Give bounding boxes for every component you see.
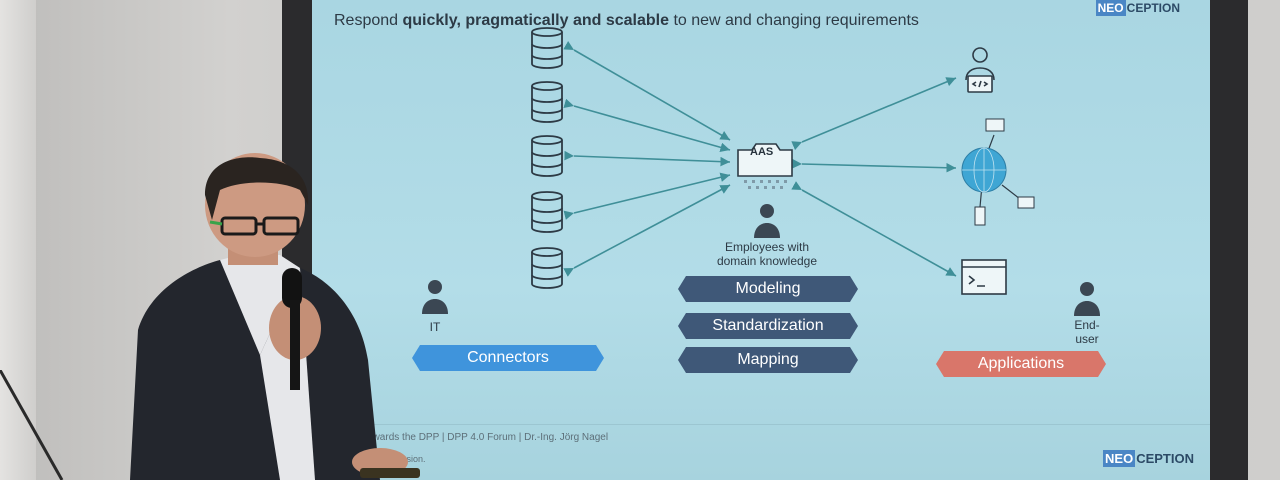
employees-label-line2: domain knowledge [716,254,818,268]
headline-prefix: Respond [334,12,399,29]
aas-label: AAS [750,146,774,158]
standardization-button: Standardization [678,313,858,339]
database-icon [531,247,563,289]
neoception-logo-bottom: NEO CEPTION [1103,450,1194,467]
employee-person-icon [754,204,780,238]
flow-arrows [563,41,957,277]
projected-slide: Respond quickly, pragmatically and scala… [312,0,1210,480]
it-person-icon [422,280,448,314]
it-label: IT [429,320,441,334]
employees-label-line1: Employees with [724,240,810,254]
footer-divider [312,424,1210,425]
arrow-db2-aas [563,98,731,153]
logo-ception: CEPTION [1126,1,1180,15]
arrow-db3-aas [564,150,731,167]
database-icon [531,191,563,233]
mapping-button: Mapping [678,347,858,373]
database-icon [531,135,563,177]
database-icon [531,27,563,69]
logo-neo-bottom: NEO [1103,450,1136,467]
connectors-button: Connectors [412,345,604,371]
network-globe-icon [961,118,1035,226]
developer-icon [965,47,995,93]
slide-headline: Respond quickly, pragmatically and scala… [334,12,919,30]
applications-button: Applications [936,351,1106,377]
enduser-label-line1: End- [1074,318,1100,332]
mic-stand [0,370,64,480]
aas-shell-icon [737,143,793,189]
end-user-person-icon [1074,282,1100,316]
database-icon [531,81,563,123]
headline-suffix: to new and changing requirements [673,12,919,29]
arrow-db5-aas [563,184,731,277]
headline-bold: quickly, pragmatically and scalable [402,12,669,29]
arrow-db4-aas [563,172,731,220]
slide-footer: path towards the DPP | DPP 4.0 Forum | D… [342,432,609,443]
modeling-button: Modeling [678,276,858,302]
employees-label: Employees with domain knowledge [702,240,832,268]
logo-ception-bottom: CEPTION [1136,451,1194,466]
enduser-label: End- user [1067,318,1107,346]
logo-neo: NEO [1095,0,1126,16]
neoception-logo-top: NEO CEPTION [1095,0,1180,16]
arrow-aas-globe [792,158,957,173]
arrow-aas-dev [791,77,957,151]
slide-footer-2: passion. [392,454,426,464]
terminal-icon [961,259,1007,295]
enduser-label-line2: user [1075,332,1099,346]
arrow-aas-terminal [791,181,957,277]
arrow-db1-aas [563,41,731,141]
speaker-person [130,153,420,480]
